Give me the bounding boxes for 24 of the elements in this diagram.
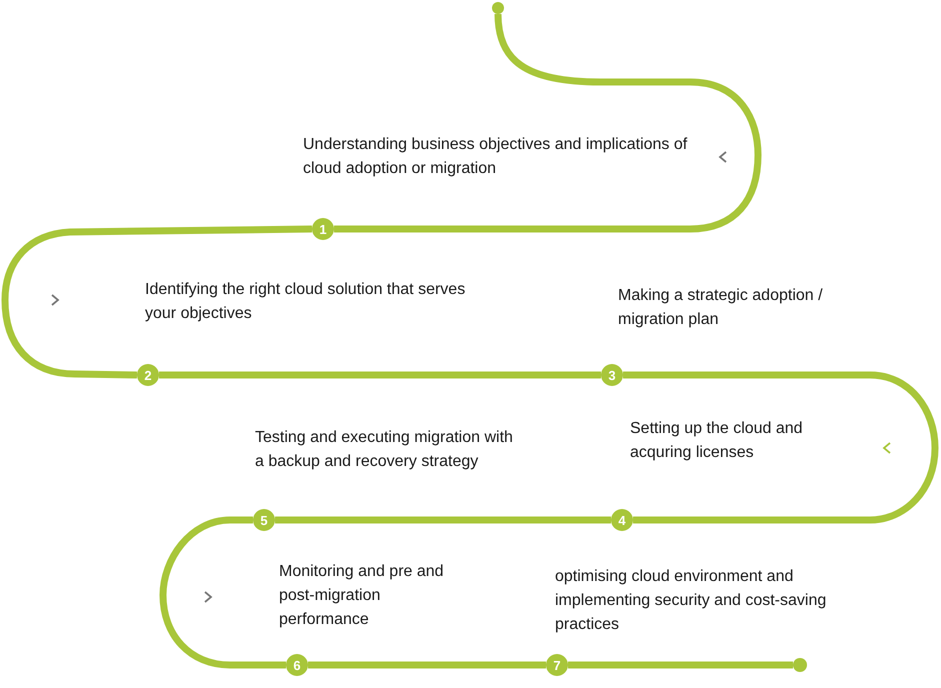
road-path <box>159 372 601 378</box>
step-number: 5 <box>260 512 268 528</box>
step-description: Understanding business objectives and implications of cloud adoption or migration <box>303 135 688 179</box>
step-description: Testing and executing migration with a backup and recovery strategy <box>255 428 514 472</box>
road-path <box>2 226 312 378</box>
road-path <box>334 14 762 232</box>
step-number: 3 <box>608 368 616 382</box>
step-number: 2 <box>144 368 152 382</box>
endpoint-dot <box>492 2 504 14</box>
step-number: 1 <box>319 222 327 236</box>
step-number: 7 <box>553 658 561 672</box>
step-number: 4 <box>618 512 626 528</box>
road-path <box>275 516 611 524</box>
road-path <box>568 662 793 668</box>
step-description: optimising cloud environment and implementing security and cost-saving practices <box>555 567 828 635</box>
step-description: Identifying the right cloud solution that serves your objectives <box>145 280 466 324</box>
endpoint-dot <box>793 658 807 672</box>
step-description: Monitoring and pre and post-migration performance <box>279 562 445 630</box>
step-description: Making a strategic adoption / migration plan <box>618 286 824 330</box>
road-path <box>623 372 938 524</box>
step-description: Setting up the cloud and acquring licenses <box>630 419 804 463</box>
road-path <box>160 516 286 668</box>
step-number: 6 <box>293 658 301 672</box>
road-path <box>308 662 546 668</box>
